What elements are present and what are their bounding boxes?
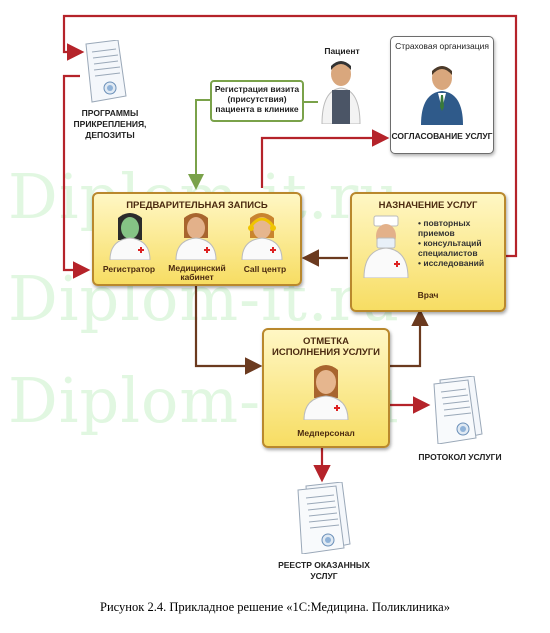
booking-title: ПРЕДВАРИТЕЛЬНАЯ ЗАПИСЬ [126,200,268,211]
visit-registration-box: Регистрация визита (присутствия) пациент… [210,80,304,122]
protocol-label: ПРОТОКОЛ УСЛУГИ [418,452,502,462]
figure-caption: Рисунок 2.4. Прикладное решение «1С:Меди… [100,600,450,614]
appointment-item-text: исследований [423,258,485,268]
arrow-execution-to-appointment [388,308,429,368]
appointment-title: НАЗНАЧЕНИЕ УСЛУГ [378,200,478,211]
patient-label: Пациент [324,46,360,56]
appointment-item: • консультаций специалистов [418,238,482,258]
medical-staff-icon [303,365,349,420]
arrow-programs-to-booking [62,74,91,279]
execution-title: ОТМЕТКА ИСПОЛНЕНИЯ УСЛУГИ [272,336,381,358]
arrow-appointment-to-insurance [260,129,390,188]
person-icon [321,61,361,125]
arrow-appointment-to-programs [62,14,518,258]
appointment-item-text: консультаций специалистов [418,238,482,258]
insurance-box: Страховая организация СОГЛАСОВАНИЕ УСЛУГ [390,36,494,154]
appointment-box: НАЗНАЧЕНИЕ УСЛУГ • повторных приемов • к… [350,192,506,312]
protocol-document [430,375,484,445]
appointment-item-text: повторных приемов [418,218,471,238]
doctor-icon [363,215,409,278]
businessman-icon [421,66,463,125]
role-call-center: Call центр [243,264,287,274]
appointment-item: • исследований [418,258,485,268]
role-registrar: Регистратор [102,264,156,274]
registry-label: РЕЕСТР ОКАЗАННЫХ УСЛУГ [278,560,370,581]
appointment-item: • повторных приемов [418,218,471,238]
arrow-booking-to-execution [194,284,263,375]
arrow-visit-to-booking [188,99,210,190]
appointment-items: • повторных приемов • консультаций специ… [418,218,502,268]
nurse-icon [109,213,151,260]
role-medical-office: Медицинский кабинет [168,263,226,282]
booking-box: ПРЕДВАРИТЕЛЬНАЯ ЗАПИСЬ Регистратор Медиц… [92,192,302,286]
patient-avatar [318,58,364,125]
insurance-avatar [419,63,465,125]
insurance-title: Страховая организация [395,41,489,51]
role-medical-staff: Медперсонал [297,428,355,438]
document-icon [433,375,483,445]
insurance-action: СОГЛАСОВАНИЕ УСЛУГ [391,131,493,141]
role-doctor: Врач [417,290,439,300]
document-icon [85,39,127,103]
execution-box: ОТМЕТКА ИСПОЛНЕНИЯ УСЛУГИ Медперсонал [262,328,390,448]
call-center-operator-icon [241,213,283,260]
nurse-icon [175,213,217,260]
programs-label: ПРОГРАММЫ ПРИКРЕПЛЕНИЯ, ДЕПОЗИТЫ [73,108,147,140]
registry-document [294,481,352,555]
programs-document [82,39,128,104]
document-icon [297,481,351,555]
